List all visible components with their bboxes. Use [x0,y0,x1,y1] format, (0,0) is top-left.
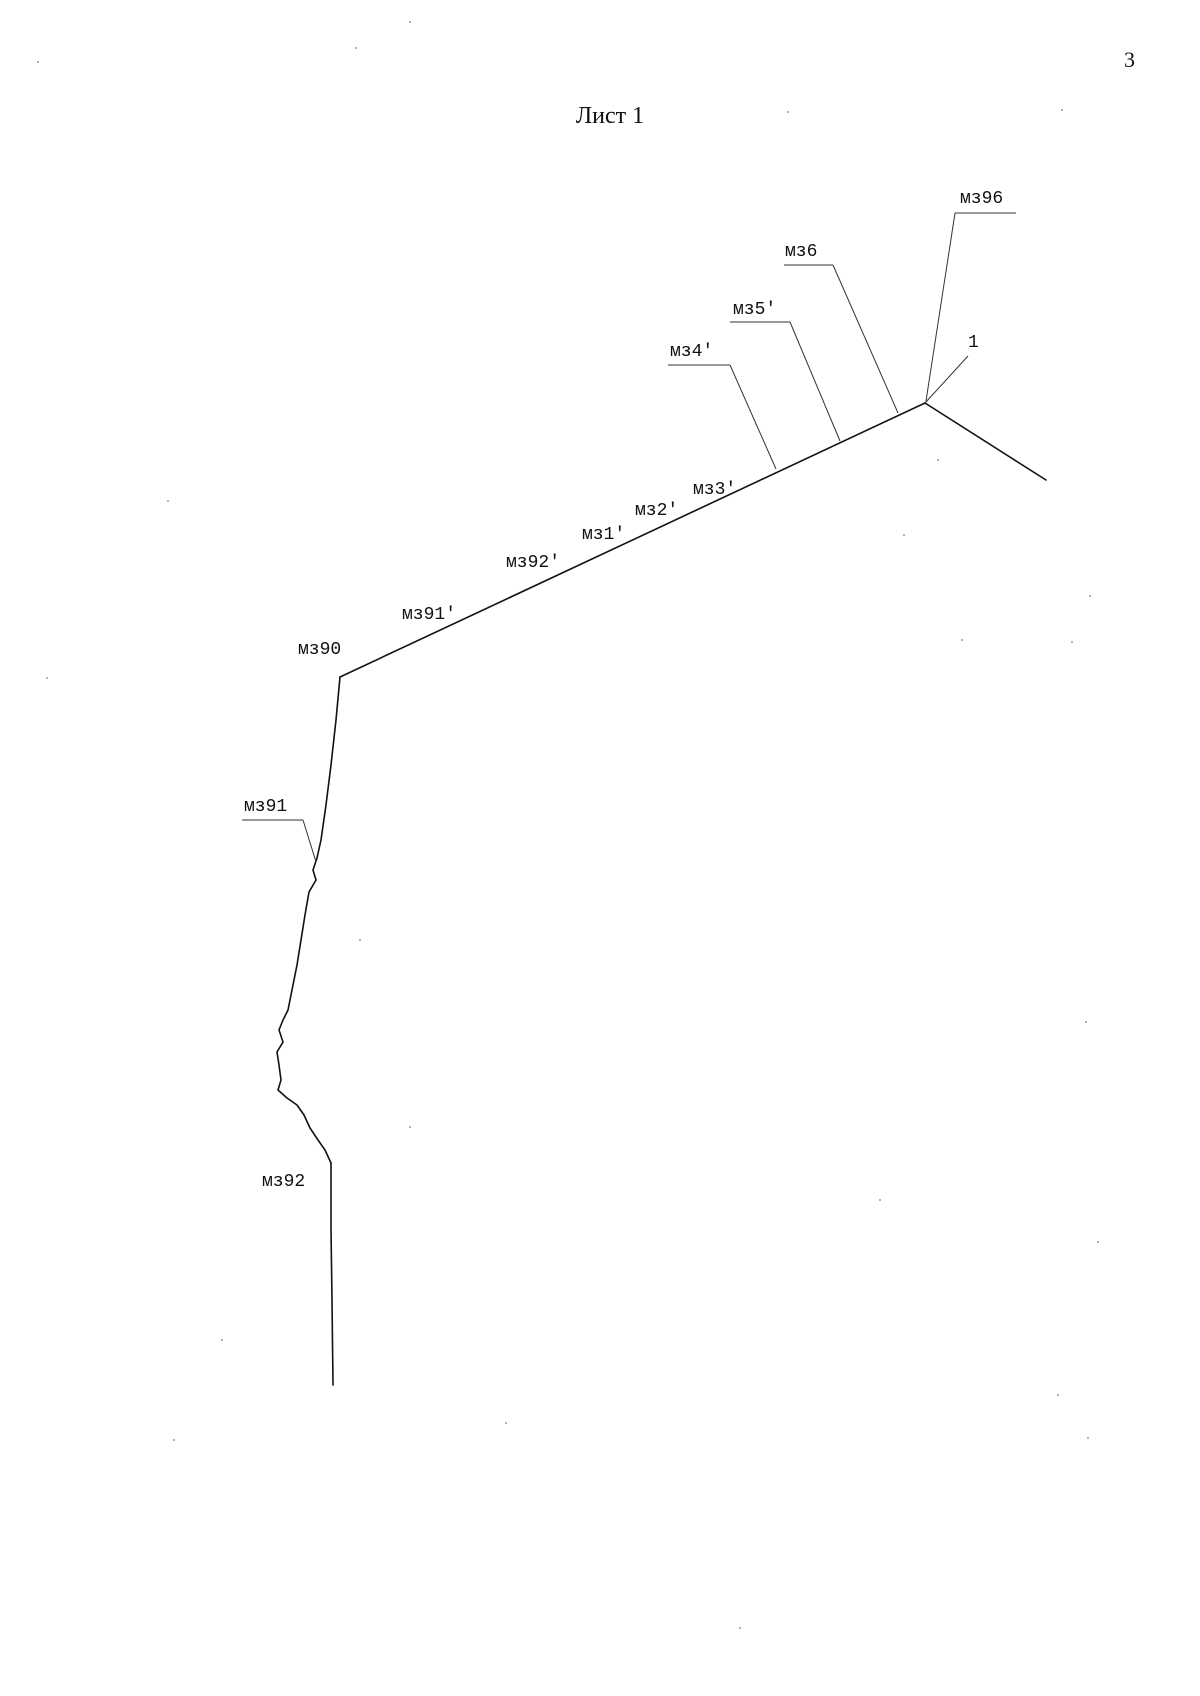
label-mz96: мз96 [960,189,1003,209]
mz91-leader [302,819,317,863]
label-mz6: мз6 [785,242,817,262]
label-mz91: мз91 [244,797,287,817]
page-number: 3 [1124,47,1135,72]
label-mz92: мз92 [262,1172,305,1192]
mz6-leader [832,264,899,414]
p1-leader [924,355,969,404]
mz4p-leader [729,364,777,470]
label-mz3p: мз3' [693,480,736,500]
label-mz5p: мз5' [733,300,776,320]
boundary-line-upper [339,402,926,678]
label-mz1p: мз1' [582,525,625,545]
mz5p-leader [789,321,841,442]
boundary-line-lower [330,1162,334,1386]
label-mz2p: мз2' [635,501,678,521]
label-p1: 1 [968,333,979,353]
scan-specks [37,21,1099,1629]
boundary-line-right [924,402,1047,481]
label-mz92p: мз92' [506,553,560,573]
mz96-leader [925,212,956,402]
label-mz91p: мз91' [402,605,456,625]
sheet-title: Лист 1 [575,103,645,129]
boundary-line-left [276,676,341,1164]
label-mz4p: мз4' [670,342,713,362]
label-mz90: мз90 [298,640,341,660]
